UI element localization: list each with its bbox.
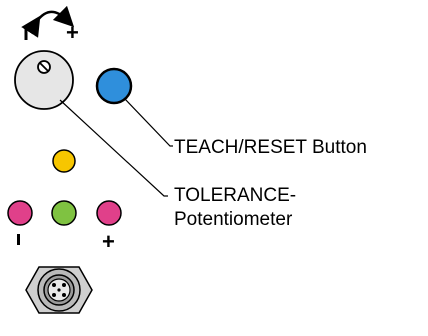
potentiometer-knob[interactable] [14,50,74,110]
slot-screw-icon [37,60,51,74]
led-top-yellow [52,149,76,173]
led-left-magenta [7,200,33,226]
teach-reset-leader-line [123,97,173,147]
teach-reset-button[interactable] [95,67,133,105]
led-center-green [51,200,77,226]
led-right-magenta [96,200,122,226]
tolerance-potentiometer[interactable] [14,50,74,110]
m12-connector-icon [25,266,93,314]
tolerance-label-line1: TOLERANCE- [174,185,296,206]
teach-reset-label: TEACH/RESET Button [174,137,367,158]
rotation-indicator: + [21,5,79,45]
tolerance-label-line2: Potentiometer [174,209,293,230]
led-minus-sign [17,234,20,245]
rotation-arrow-icon [21,5,75,38]
rotation-plus-sign: + [66,20,79,45]
tolerance-leader-line [59,99,168,197]
led-plus-sign: + [102,229,115,254]
rotation-minus-sign [24,29,28,40]
